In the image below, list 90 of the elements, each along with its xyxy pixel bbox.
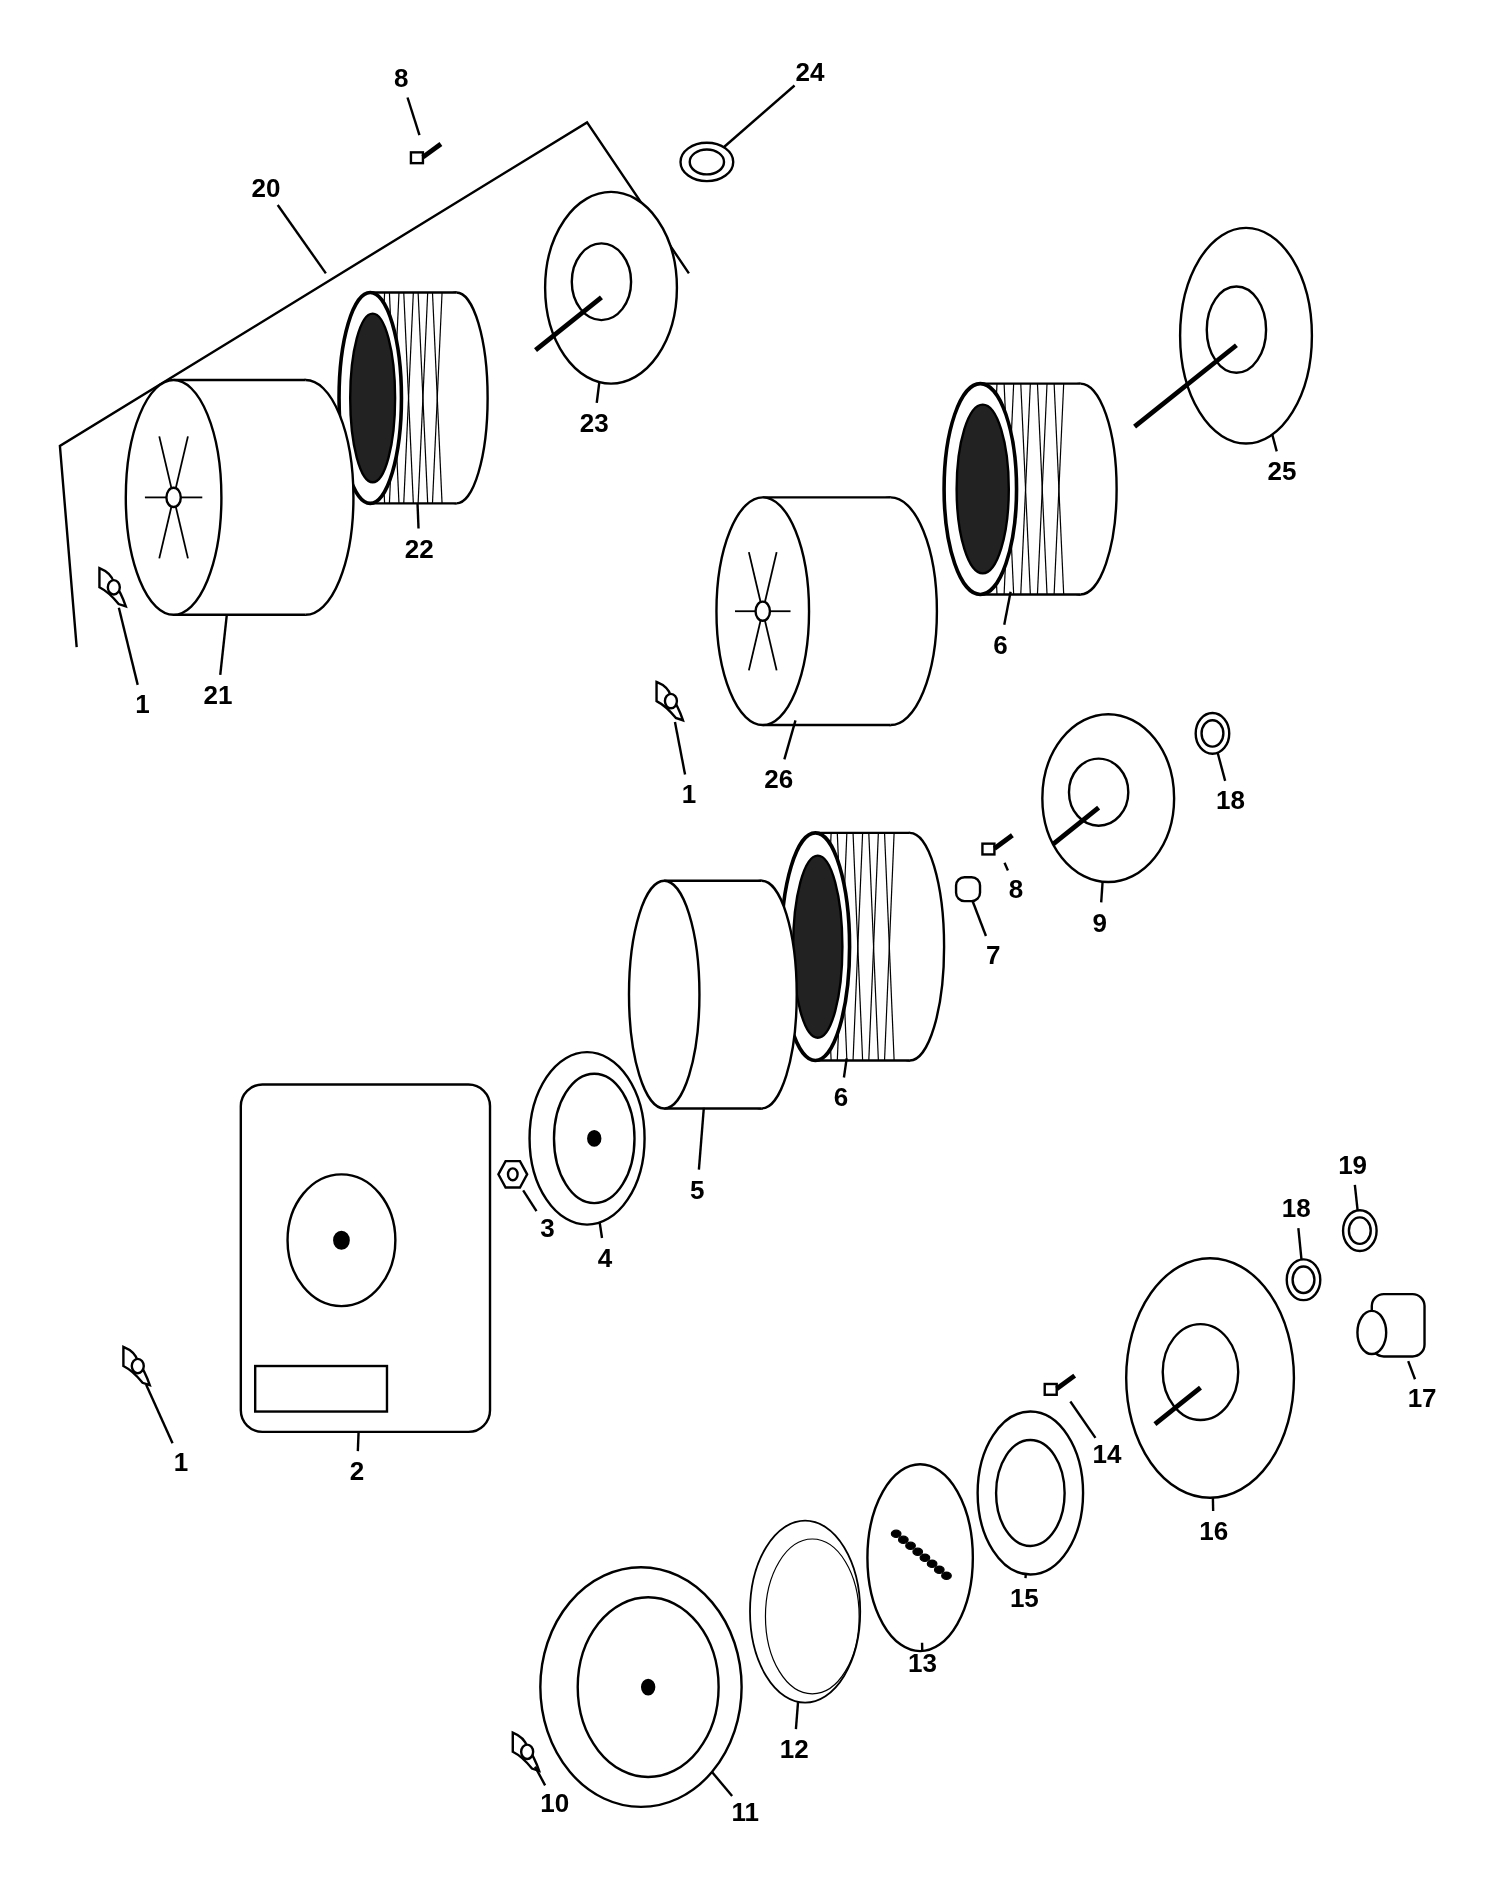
callout-number: 21 [203, 680, 233, 709]
callout-number: 6 [993, 630, 1008, 659]
precleaner-drawing [627, 879, 798, 1110]
leader-line [534, 1766, 547, 1786]
leader-line [1297, 1228, 1303, 1260]
callout-number: 14 [1092, 1440, 1122, 1469]
leader-line [722, 84, 796, 149]
leader-line [598, 1222, 604, 1239]
callout-number: 11 [731, 1797, 759, 1826]
leader-line [920, 1642, 924, 1652]
wing-nut-drawing [122, 1345, 151, 1387]
callout-number: 13 [908, 1648, 937, 1677]
callout-number: 9 [1092, 908, 1108, 937]
screw-drawing [1043, 1373, 1077, 1396]
leader-line [673, 721, 687, 775]
callout-number: 24 [795, 57, 825, 86]
leader-line [1407, 1360, 1417, 1380]
leader-line [416, 503, 420, 529]
callout-number: 18 [1281, 1193, 1311, 1222]
callout-number: 8 [394, 63, 409, 92]
air-cleaner-cover-drawing [715, 496, 939, 727]
callout-number: 7 [985, 940, 1001, 969]
callout-number: 5 [690, 1175, 705, 1204]
leader-line [356, 1431, 360, 1452]
leader-line [406, 97, 421, 136]
leader-line [522, 1189, 538, 1212]
gasket-drawing [976, 1410, 1085, 1576]
callout-number: 17 [1407, 1384, 1437, 1413]
cover-drawing [239, 1083, 492, 1434]
wing-nut-drawing [511, 1731, 541, 1773]
leader-line [1211, 1497, 1215, 1511]
callout-number: 1 [681, 780, 697, 809]
leader-line [794, 1701, 800, 1730]
gasket-drawing [1341, 1209, 1378, 1253]
screw-drawing [981, 833, 1014, 856]
leader-line [697, 1107, 706, 1170]
callout-number: 20 [251, 174, 281, 203]
leader-line [117, 607, 139, 686]
callout-number: 8 [1008, 874, 1024, 903]
leader-line [1024, 1574, 1027, 1579]
callout-number: 22 [404, 534, 434, 563]
callout-number: 1 [135, 690, 150, 719]
nut-drawing [497, 1159, 529, 1189]
gasket-drawing [1194, 711, 1231, 755]
gasket-drawing [1285, 1258, 1322, 1302]
filter-element-drawing [337, 290, 489, 506]
base-plate-drawing [1133, 226, 1314, 445]
wing-nut-drawing [98, 566, 127, 608]
callout-number: 4 [597, 1244, 613, 1272]
air-cleaner-cover-drawing [124, 378, 355, 617]
callout-number: 1 [173, 1447, 189, 1476]
filter-element-drawing [749, 1519, 862, 1704]
leader-line [1003, 862, 1009, 871]
leader-line [1003, 591, 1012, 625]
base-plate-drawing [1125, 1257, 1296, 1499]
base-plate-drawing [1041, 713, 1176, 884]
leader-line [971, 901, 988, 937]
spacer-drawing [954, 876, 982, 903]
base-plate-drawing [534, 190, 679, 385]
callout-number: 19 [1338, 1150, 1368, 1179]
clamp-drawing [679, 141, 735, 183]
leader-line [1100, 881, 1104, 903]
filter-element-drawing [779, 831, 946, 1063]
wing-nut-drawing [655, 680, 685, 722]
leader-line [1216, 752, 1227, 782]
callout-number: 15 [1009, 1584, 1039, 1613]
leader-line [783, 720, 797, 760]
leader-line [1069, 1400, 1097, 1439]
callout-number: 6 [833, 1083, 849, 1112]
leader-line [711, 1771, 734, 1797]
leader-line [595, 381, 601, 404]
callout-number: 16 [1199, 1517, 1229, 1546]
callout-number: 23 [579, 408, 609, 437]
leader-line [1271, 434, 1278, 452]
elbow-drawing [1356, 1292, 1426, 1358]
leader-line [1353, 1184, 1359, 1211]
filter-element-drawing [942, 381, 1118, 597]
leader-line [842, 1058, 848, 1078]
callout-number: 3 [540, 1214, 555, 1243]
callout-number: 10 [540, 1789, 570, 1818]
callout-number: 26 [764, 764, 794, 793]
leader-line [145, 1384, 174, 1444]
leader-line [276, 204, 327, 275]
filter-screen-drawing [866, 1463, 975, 1653]
callout-number: 18 [1215, 786, 1245, 815]
callout-number: 12 [779, 1735, 809, 1764]
screw-drawing [409, 142, 443, 165]
callout-number: 25 [1267, 456, 1297, 485]
callout-number: 2 [349, 1457, 365, 1486]
leader-line [219, 613, 229, 675]
